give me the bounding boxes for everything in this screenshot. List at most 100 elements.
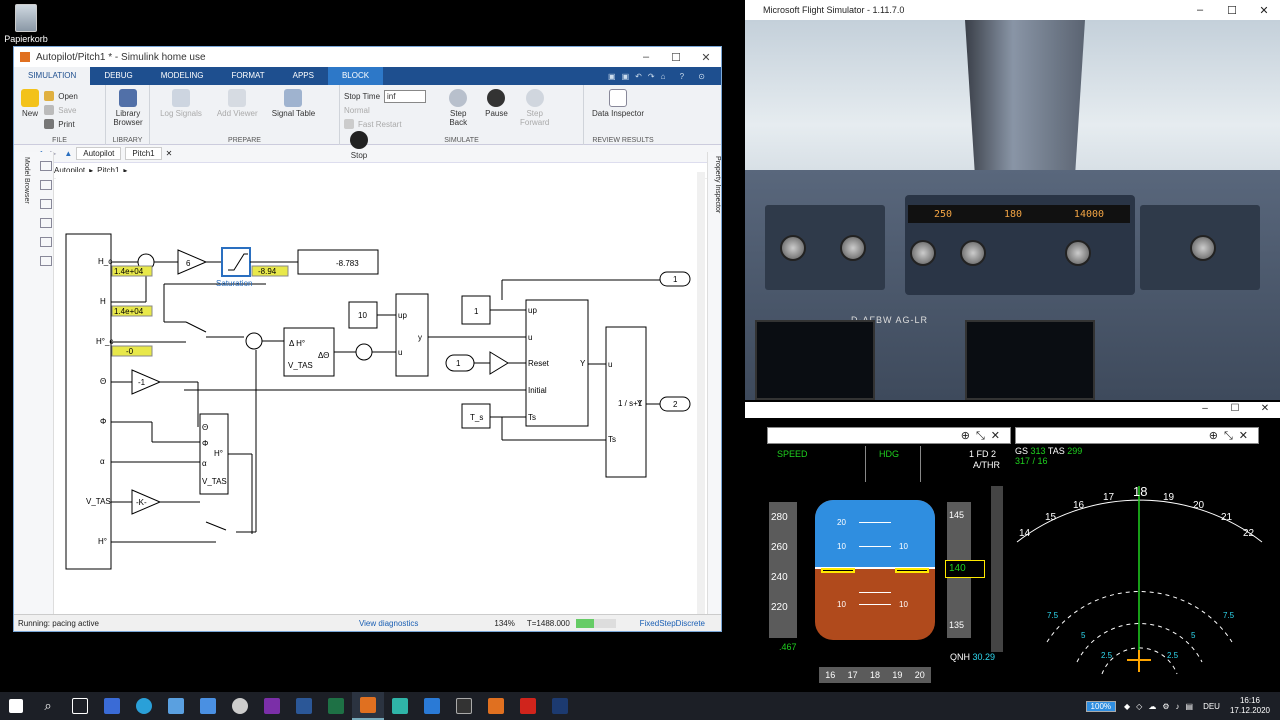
acrobat-icon [520,698,536,714]
tab-block[interactable]: BLOCK [327,67,384,85]
close-button[interactable]: ✕ [1259,4,1269,17]
nd-mode-knob[interactable] [840,235,866,261]
new-button[interactable]: New [18,89,42,118]
tab-modeling[interactable]: MODELING [160,71,204,80]
minimize-button[interactable]: – [642,50,650,63]
tray-icons[interactable]: ◆◇☁⚙♪▤ [1124,701,1200,711]
taskbar-app[interactable] [96,692,128,720]
taskbar-app[interactable] [160,692,192,720]
taskbar-app[interactable] [448,692,480,720]
diagram-canvas[interactable]: H_c H H°_c Θ Φ α V_TAS H° 1.4e+04 1.4e+0… [56,172,697,614]
maximize-button[interactable]: ☐ [1230,403,1240,414]
trash-icon [15,4,37,32]
taskbar-app[interactable] [512,692,544,720]
zoom-icon[interactable] [40,161,52,171]
arrow-icon[interactable] [40,199,52,209]
quick-access-toolbar[interactable]: ▣▣↶↷⌂ ? ⊙ [608,71,711,81]
model-browser-tab[interactable]: Model Browser [23,157,30,204]
heading-knob[interactable] [960,240,986,266]
taskbar-app[interactable] [192,692,224,720]
altitude-knob[interactable] [1065,240,1091,266]
taskbar-app[interactable] [384,692,416,720]
area-icon[interactable] [40,256,52,266]
floppy-icon [104,698,120,714]
minimize-button[interactable]: – [1202,403,1208,414]
flight-sim-icon [552,698,568,714]
inport-h-label: H [100,297,106,306]
library-browser-button[interactable]: Library Browser [110,89,146,127]
up-arrow-icon[interactable]: ▲ [64,149,73,158]
taskbar-app[interactable] [288,692,320,720]
nd-heading-mark: 16 [1073,500,1085,511]
vertical-scrollbar[interactable] [697,172,705,614]
solver-link[interactable]: FixedStepDiscrete [639,618,705,628]
start-button[interactable] [0,692,32,720]
data-inspector-button[interactable]: Data Inspector [588,89,648,118]
new-icon [21,89,39,107]
view-diagnostics-link[interactable]: View diagnostics [358,618,419,628]
fit-view-icon[interactable] [40,180,52,190]
property-inspector-tab[interactable]: Property Inspector [707,152,721,614]
const-10-text: 10 [358,311,367,320]
maximize-button[interactable]: ☐ [671,51,681,64]
outport-1-text: 1 [673,275,678,284]
log-signals-button[interactable]: Log Signals [154,89,208,118]
maximize-button[interactable]: ☐ [1227,4,1237,17]
signal-table-label: Signal Table [271,109,316,118]
stop-button[interactable]: Stop [344,131,374,160]
taskbar-app[interactable] [416,692,448,720]
nav-tab-autopilot[interactable]: Autopilot [76,147,122,160]
nav-tab-pitch1[interactable]: Pitch1 [125,147,162,160]
fcu-heading: 180 [1003,208,1022,220]
integrator-block [525,299,589,427]
step-forward-button[interactable]: Step Forward [517,89,553,127]
stop-time-input[interactable]: inf [384,89,427,103]
close-button[interactable]: ✕ [1260,403,1270,414]
nd-mode-knob-right[interactable] [1190,235,1216,261]
task-view-button[interactable] [64,692,96,720]
signal-table-button[interactable]: Signal Table [266,89,320,118]
taskbar-app[interactable] [128,692,160,720]
fast-restart-button[interactable]: Fast Restart [344,117,438,131]
tab-apps[interactable]: APPS [292,71,314,80]
fma-separator [865,446,866,482]
open-button[interactable]: Open [44,89,78,103]
alt-tick: 145 [949,510,965,520]
minimize-button[interactable]: – [1196,3,1204,16]
pitch-label: 10 [837,600,846,609]
add-viewer-button[interactable]: Add Viewer [210,89,264,118]
qnh-label: QNH [950,652,970,662]
popout-tools-icon[interactable]: ⊕⤡✕ [960,430,1006,442]
tab-debug[interactable]: DEBUG [104,71,133,80]
language-indicator[interactable]: DEU [1203,701,1220,711]
tab-format[interactable]: FORMAT [231,71,265,80]
image-icon[interactable] [40,237,52,247]
step-back-button[interactable]: Step Back [440,89,476,127]
taskbar-app[interactable] [224,692,256,720]
baro-knob[interactable] [780,235,806,261]
pause-button[interactable]: Pause [478,89,514,118]
display-text-1: 1.4e+04 [114,267,144,276]
taskbar-app[interactable] [480,692,512,720]
taskbar-app-matlab[interactable] [352,692,384,720]
print-button[interactable]: Print [44,117,78,131]
breadcrumb-pitch1[interactable]: Pitch1 [97,166,120,175]
tab-simulation[interactable]: SIMULATION [14,67,91,85]
save-button[interactable]: Save [44,103,78,117]
taskbar-app[interactable] [320,692,352,720]
battery-indicator[interactable]: 100% [1085,700,1117,712]
pitch-label: 10 [899,600,908,609]
popout-tools-icon[interactable]: ⊕⤡✕ [1208,430,1254,442]
taskbar-app[interactable] [256,692,288,720]
sim-mode-select[interactable]: Normal [344,103,438,117]
taskbar-app[interactable] [544,692,576,720]
recycle-bin-icon[interactable]: Papierkorb [2,4,50,44]
annotation-icon[interactable] [40,218,52,228]
close-tab-icon[interactable]: ✕ [165,149,173,158]
speed-knob[interactable] [910,240,936,266]
breadcrumb-autopilot[interactable]: Autopilot [54,166,86,175]
clock[interactable]: 16:16 17.12.2020 [1230,696,1270,716]
search-button[interactable]: ⌕ [32,692,64,720]
close-button[interactable]: ✕ [701,51,711,64]
nd-range-label: 7.5 [1047,611,1059,620]
